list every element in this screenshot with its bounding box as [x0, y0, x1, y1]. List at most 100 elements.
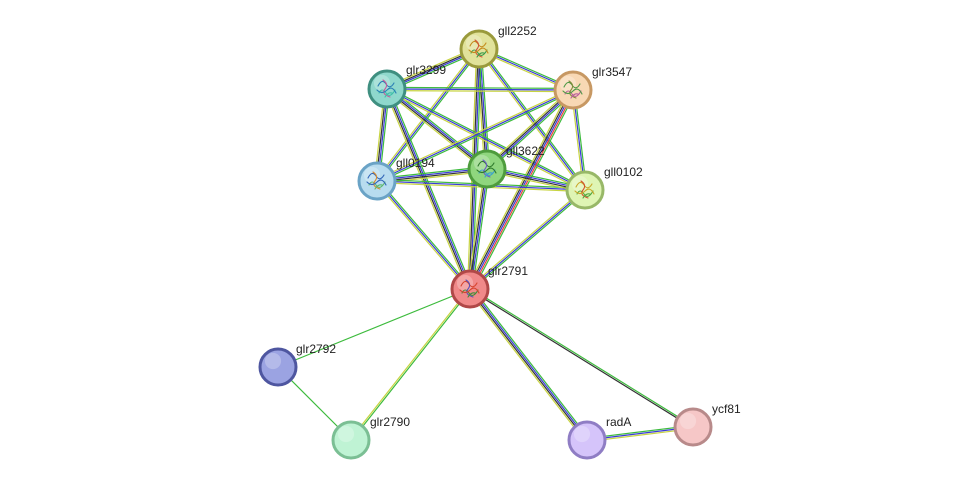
edge-evidence-green [479, 47, 587, 190]
node-label: radA [606, 415, 631, 429]
edge-evidence-green [470, 287, 694, 427]
edge-evidence-blue [387, 87, 488, 169]
edge-glr2791-glr2792[interactable] [277, 288, 471, 368]
edge-evidence-blue [470, 288, 589, 440]
protein-structure-icon [562, 80, 583, 99]
protein-structure-icon [476, 159, 497, 178]
edge-gll2252-gll0194[interactable] [375, 47, 481, 183]
edge-evidence-green [480, 48, 490, 169]
node-gll0102[interactable]: gll0102 [565, 165, 643, 210]
node-highlight [363, 166, 381, 184]
edge-gll0102-glr2791[interactable] [468, 188, 587, 291]
edge-evidence-black [385, 89, 470, 290]
node-highlight [559, 75, 577, 93]
edge-evidence-blue [387, 88, 472, 289]
edge-evidence-blue [478, 48, 586, 191]
protein-structure-icon [468, 39, 489, 58]
edge-evidence-yellow [477, 49, 585, 192]
node-circle[interactable] [567, 420, 607, 460]
node-label: glr3547 [592, 65, 632, 79]
node-highlight [571, 175, 589, 193]
node-label: ycf81 [712, 402, 741, 416]
node-label: glr3299 [406, 63, 446, 77]
edge-evidence-green [351, 289, 472, 441]
protein-structure-icon [574, 180, 595, 199]
network-nodes: gll2252 glr3299 glr3547 gll0194 gll3622 gll01… [258, 24, 741, 460]
edge-evidence-blue [376, 180, 471, 290]
node-gll2252[interactable]: gll2252 [459, 24, 537, 69]
edge-evidence-green [488, 91, 576, 172]
edge-evidence-green [388, 87, 473, 289]
node-label: glr2792 [296, 342, 336, 356]
edge-evidence-black [468, 168, 487, 289]
edge-gll0194-glr2791[interactable] [375, 179, 472, 291]
node-highlight [264, 352, 282, 370]
edge-evidence-yellow [468, 188, 585, 289]
node-glr3299[interactable]: glr3299 [367, 63, 446, 109]
node-label: gll2252 [498, 24, 537, 38]
node-circle[interactable] [673, 407, 713, 447]
edge-evidence-blue [470, 169, 489, 290]
node-highlight [573, 425, 591, 443]
edge-evidence-blue [469, 189, 586, 290]
edge-evidence-blue [386, 88, 574, 91]
edge-evidence-green [472, 91, 577, 291]
node-circle[interactable] [467, 149, 507, 189]
node-label: glr2791 [488, 264, 528, 278]
node-radA[interactable]: radA [567, 415, 631, 460]
edge-evidence-green [377, 49, 481, 183]
node-highlight [473, 154, 491, 172]
edge-glr3299-gll0102[interactable] [385, 87, 587, 192]
edge-evidence-yellow [467, 168, 486, 289]
edge-evidence-yellow [484, 87, 572, 168]
node-glr3547[interactable]: glr3547 [553, 65, 632, 110]
edge-evidence-blue [386, 88, 586, 191]
edge-evidence-yellow [386, 90, 573, 93]
edge-glr3299-glr2791[interactable] [384, 87, 473, 291]
edge-evidence-green [387, 86, 574, 89]
edge-evidence-green [387, 87, 587, 190]
edge-evidence-black [386, 89, 487, 171]
node-highlight [465, 34, 483, 52]
node-glr2791[interactable]: glr2791 [450, 264, 528, 309]
edge-evidence-green [470, 190, 587, 291]
node-label: glr2790 [370, 415, 410, 429]
node-circle[interactable] [459, 29, 499, 69]
node-circle[interactable] [565, 170, 605, 210]
node-label: gll3622 [506, 144, 545, 158]
node-glr2792[interactable]: glr2792 [258, 342, 336, 387]
edge-evidence-red [470, 90, 575, 291]
edge-evidence-green [471, 169, 490, 290]
network-edges [277, 46, 694, 443]
node-circle[interactable] [367, 69, 407, 109]
edge-evidence-green [277, 288, 471, 368]
node-glr2790[interactable]: glr2790 [331, 415, 410, 460]
edge-evidence-black [468, 289, 587, 441]
edge-glr2791-ycf81[interactable] [469, 287, 694, 429]
edge-evidence-black [469, 289, 693, 429]
node-circle[interactable] [331, 420, 371, 460]
protein-structure-icon [376, 79, 397, 98]
node-circle[interactable] [450, 269, 490, 309]
edge-glr3547-gll0194[interactable] [376, 88, 574, 183]
edge-evidence-blue [376, 48, 480, 182]
node-label: gll0102 [604, 165, 643, 179]
edge-glr2791-radA[interactable] [467, 287, 590, 442]
node-ycf81[interactable]: ycf81 [673, 402, 741, 447]
node-label: gll0194 [396, 156, 435, 170]
node-circle[interactable] [553, 70, 593, 110]
node-circle[interactable] [357, 161, 397, 201]
edge-glr3299-glr3547[interactable] [386, 86, 574, 93]
edge-evidence-yellow [384, 89, 469, 291]
edge-evidence-blue [469, 89, 574, 290]
node-highlight [456, 274, 474, 292]
edge-gll2252-gll0102[interactable] [477, 47, 587, 192]
node-gll0194[interactable]: gll0194 [357, 156, 435, 201]
edge-gll3622-glr2791[interactable] [467, 168, 490, 290]
edge-evidence-yellow [376, 88, 573, 181]
node-gll3622[interactable]: gll3622 [467, 144, 545, 189]
edge-evidence-yellow [349, 288, 470, 440]
node-circle[interactable] [258, 347, 298, 387]
edge-glr2791-glr2790[interactable] [349, 288, 472, 441]
